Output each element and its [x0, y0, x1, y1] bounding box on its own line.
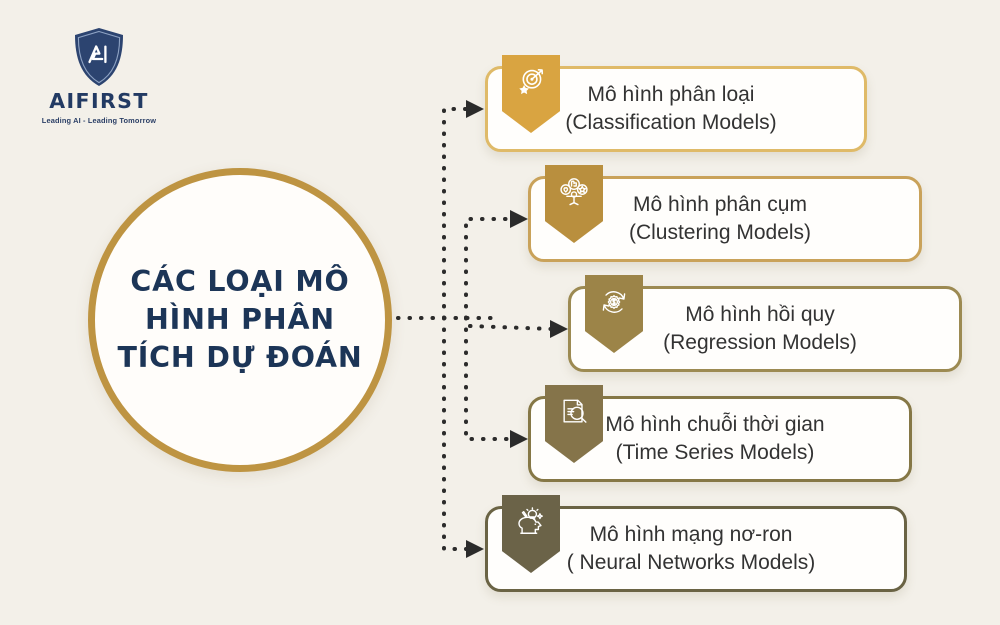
shield-icon — [75, 28, 123, 86]
target-arrow-star-icon — [519, 69, 544, 95]
card-title-line-1: Mô hình chuỗi thời gian — [605, 412, 825, 436]
card-title-line-2: (Regression Models) — [663, 331, 857, 354]
card-title-line-2: (Time Series Models) — [615, 441, 815, 464]
arrowhead-1 — [466, 100, 484, 118]
card-neural-networks[interactable]: Mô hình mạng nơ-ron ( Neural Networks Mo… — [485, 495, 907, 592]
arrowhead-2 — [510, 210, 528, 228]
card-time-series[interactable]: Mô hình chuỗi thời gian (Time Series Mod… — [528, 385, 912, 482]
card-label-regression: Mô hình hồi quy (Regression Models) — [571, 301, 959, 357]
logo-tagline: Leading AI - Leading Tomorrow — [41, 115, 157, 125]
connector-branch-1 — [442, 107, 470, 320]
people-feedback-icon — [560, 178, 588, 206]
card-label-classification: Mô hình phân loại (Classification Models… — [488, 81, 864, 137]
connector-branch-2 — [464, 217, 514, 320]
card-label-neural-networks: Mô hình mạng nơ-ron ( Neural Networks Mo… — [488, 521, 904, 577]
card-title-line-2: ( Neural Networks Models) — [566, 551, 816, 574]
arrowhead-3 — [550, 320, 568, 338]
card-regression[interactable]: Mô hình hồi quy (Regression Models) — [568, 275, 962, 372]
logo-wordmark: AIFIRST — [49, 89, 149, 113]
card-label-time-series: Mô hình chuỗi thời gian (Time Series Mod… — [531, 411, 909, 467]
card-clustering[interactable]: Mô hình phân cụm (Clustering Models) — [528, 165, 922, 262]
document-magnifier-icon — [563, 399, 587, 423]
connector-branch-4 — [464, 316, 514, 441]
hub-title-line-2: HÌNH PHÂN — [145, 303, 335, 337]
arrowhead-5 — [466, 540, 484, 558]
card-title-line-1: Mô hình phân cụm — [633, 192, 807, 216]
card-title-line-2: (Classification Models) — [565, 111, 777, 134]
hub-title: CÁC LOẠI MÔ HÌNH PHÂN TÍCH DỰ ĐOÁN — [102, 263, 379, 377]
card-title-line-1: Mô hình phân loại — [587, 82, 755, 106]
head-lightbulb-idea-icon — [518, 507, 543, 534]
card-classification[interactable]: Mô hình phân loại (Classification Models… — [485, 55, 867, 152]
hub-title-line-3: TÍCH DỰ ĐOÁN — [117, 340, 363, 374]
arrowhead-4 — [510, 430, 528, 448]
card-title-line-1: Mô hình mạng nơ-ron — [589, 522, 793, 546]
card-title-line-1: Mô hình hồi quy — [685, 302, 835, 326]
aifirst-logo: AIFIRST Leading AI - Leading Tomorrow — [24, 26, 174, 124]
star-shape — [519, 85, 529, 95]
card-title-line-2: (Clustering Models) — [628, 221, 812, 244]
hub-title-line-1: CÁC LOẠI MÔ — [130, 265, 350, 299]
central-hub: CÁC LOẠI MÔ HÌNH PHÂN TÍCH DỰ ĐOÁN — [88, 168, 392, 472]
connector-branch-3 — [468, 324, 554, 331]
connector-branch-5 — [442, 316, 470, 551]
card-label-clustering: Mô hình phân cụm (Clustering Models) — [531, 191, 919, 247]
gear-dollar-cycle-icon — [602, 291, 626, 313]
